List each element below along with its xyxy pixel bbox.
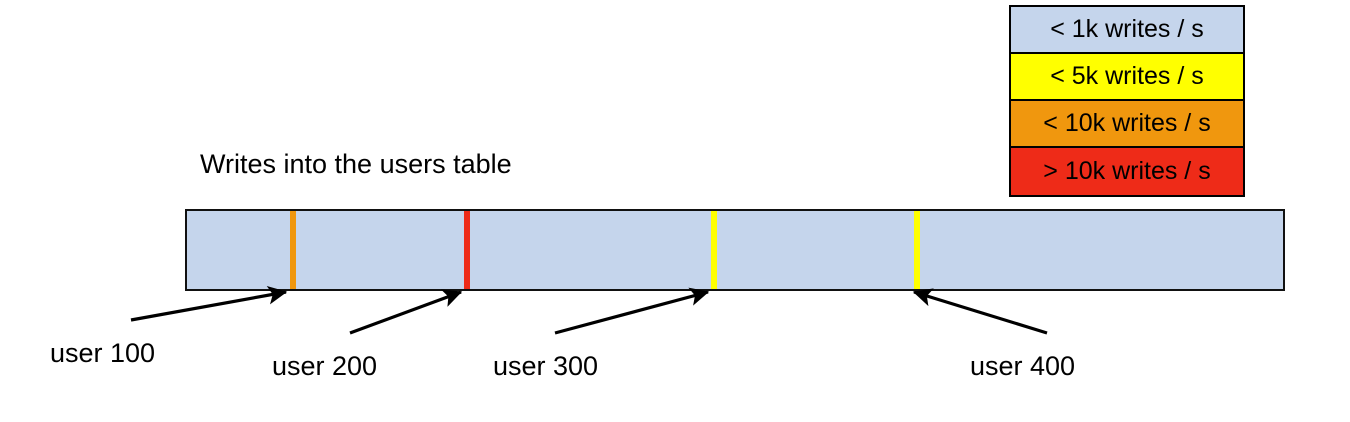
legend-item-label: < 5k writes / s [1050, 62, 1204, 90]
legend: < 1k writes / s < 5k writes / s < 10k wr… [1009, 5, 1245, 197]
legend-item-label: < 1k writes / s [1050, 15, 1204, 43]
legend-item-gt-10k: > 10k writes / s [1011, 148, 1243, 195]
legend-item-label: > 10k writes / s [1043, 157, 1211, 185]
chart-title: Writes into the users table [200, 149, 512, 179]
marker-user-200 [464, 211, 470, 289]
label-user-100: user 100 [50, 338, 156, 368]
marker-user-100 [290, 211, 296, 289]
marker-user-300 [711, 211, 717, 289]
marker-user-400 [914, 211, 920, 289]
label-user-300: user 300 [493, 351, 599, 381]
arrow-to-user-400 [912, 288, 1048, 335]
legend-item-lt-1k: < 1k writes / s [1011, 7, 1243, 54]
users-table-range-bar [185, 209, 1285, 291]
label-user-400: user 400 [970, 351, 1076, 381]
arrow-to-user-100 [130, 286, 288, 322]
arrow-to-user-300 [554, 287, 710, 335]
label-user-200: user 200 [272, 351, 378, 381]
arrow-to-user-200 [349, 289, 463, 335]
legend-item-label: < 10k writes / s [1043, 109, 1211, 137]
legend-item-lt-5k: < 5k writes / s [1011, 54, 1243, 101]
legend-item-lt-10k: < 10k writes / s [1011, 101, 1243, 148]
